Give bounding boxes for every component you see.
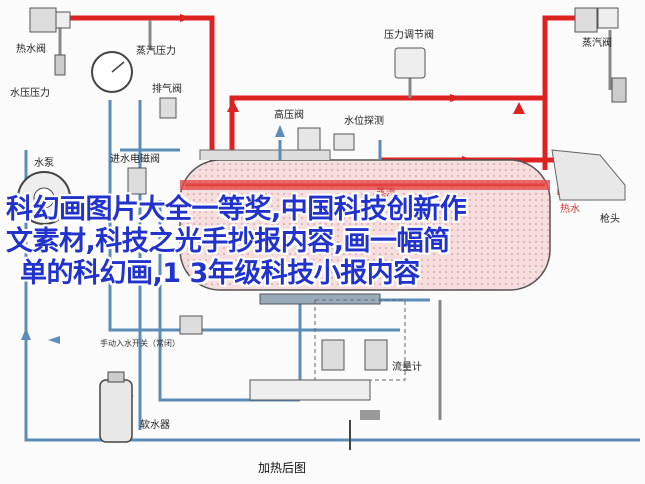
steam-line-top-mid — [229, 95, 420, 150]
water-softener-device — [99, 371, 133, 443]
water-line-mid — [108, 100, 400, 332]
pressure-regulating-valve-device — [394, 47, 426, 79]
exhaust-valve-device — [159, 97, 177, 119]
steam-pressure-label: 蒸汽压力 — [136, 44, 176, 57]
hot-water-valve-device — [29, 7, 71, 76]
manual-water-switch-label: 手动入水开关（常闭） — [100, 338, 180, 348]
hot-water-valve-label: 热水阀 — [16, 42, 46, 55]
water-level-probe-device — [333, 133, 355, 151]
flow-meter-device — [249, 299, 406, 450]
water-pump-label: 水泵 — [34, 157, 54, 169]
steam-valve-label: 蒸汽阀 — [582, 36, 612, 49]
tank-steam-label: 蒸汽 — [376, 186, 396, 199]
water-level-probe-label: 水位探测 — [344, 114, 384, 127]
gun-head: 枪头 — [551, 149, 626, 225]
arrow-up-icon — [275, 125, 285, 137]
arrow-right-icon — [180, 14, 192, 22]
arrow-up-icon — [513, 102, 525, 114]
arrow-up-icon — [21, 328, 31, 340]
pressure-regulating-valve-label: 压力调节阀 — [384, 28, 434, 41]
overlay-title-line-1: 科幻画图片大全一等奖,中国科技创新作 — [6, 194, 467, 225]
manual-switch-device — [179, 293, 381, 335]
high-pressure-valve-device — [297, 127, 321, 151]
steam-line-top-right — [420, 15, 590, 101]
water-inlet-solenoid-label: 进水电磁阀 — [110, 152, 160, 165]
water-line-bottom — [24, 150, 640, 442]
diagram-caption: 加热后图 — [258, 461, 306, 475]
water-softener-label: 软水器 — [140, 418, 170, 431]
exhaust-valve-label: 排气阀 — [152, 82, 182, 95]
overlay-title-line-3: 单的科幻画,1 3年级科技小报内容 — [20, 258, 420, 289]
tank-hot-water-label: 热水 — [560, 202, 580, 215]
gun-head-label: 枪头 — [600, 212, 620, 225]
arrow-left-icon — [48, 336, 60, 344]
overlay-title: 科幻画图片大全一等奖,中国科技创新作 文素材,科技之光手抄报内容,画一幅简 单的… — [6, 194, 636, 290]
high-pressure-valve-label: 高压阀 — [274, 108, 304, 121]
water-pump-device — [17, 171, 71, 225]
steam-pressure-gauge — [91, 51, 133, 93]
boiler-tank: 蒸汽 热水 — [179, 149, 580, 291]
steam-valve-device — [574, 7, 627, 103]
water-pressure-label: 水压压力 — [10, 86, 50, 99]
flow-meter-label: 流量计 — [392, 360, 422, 373]
overlay-title-line-2: 文素材,科技之光手抄报内容,画一幅简 — [6, 226, 450, 257]
arrow-up-icon — [227, 100, 239, 112]
water-inlet-solenoid-device — [127, 167, 147, 195]
arrow-right-icon — [450, 94, 462, 102]
